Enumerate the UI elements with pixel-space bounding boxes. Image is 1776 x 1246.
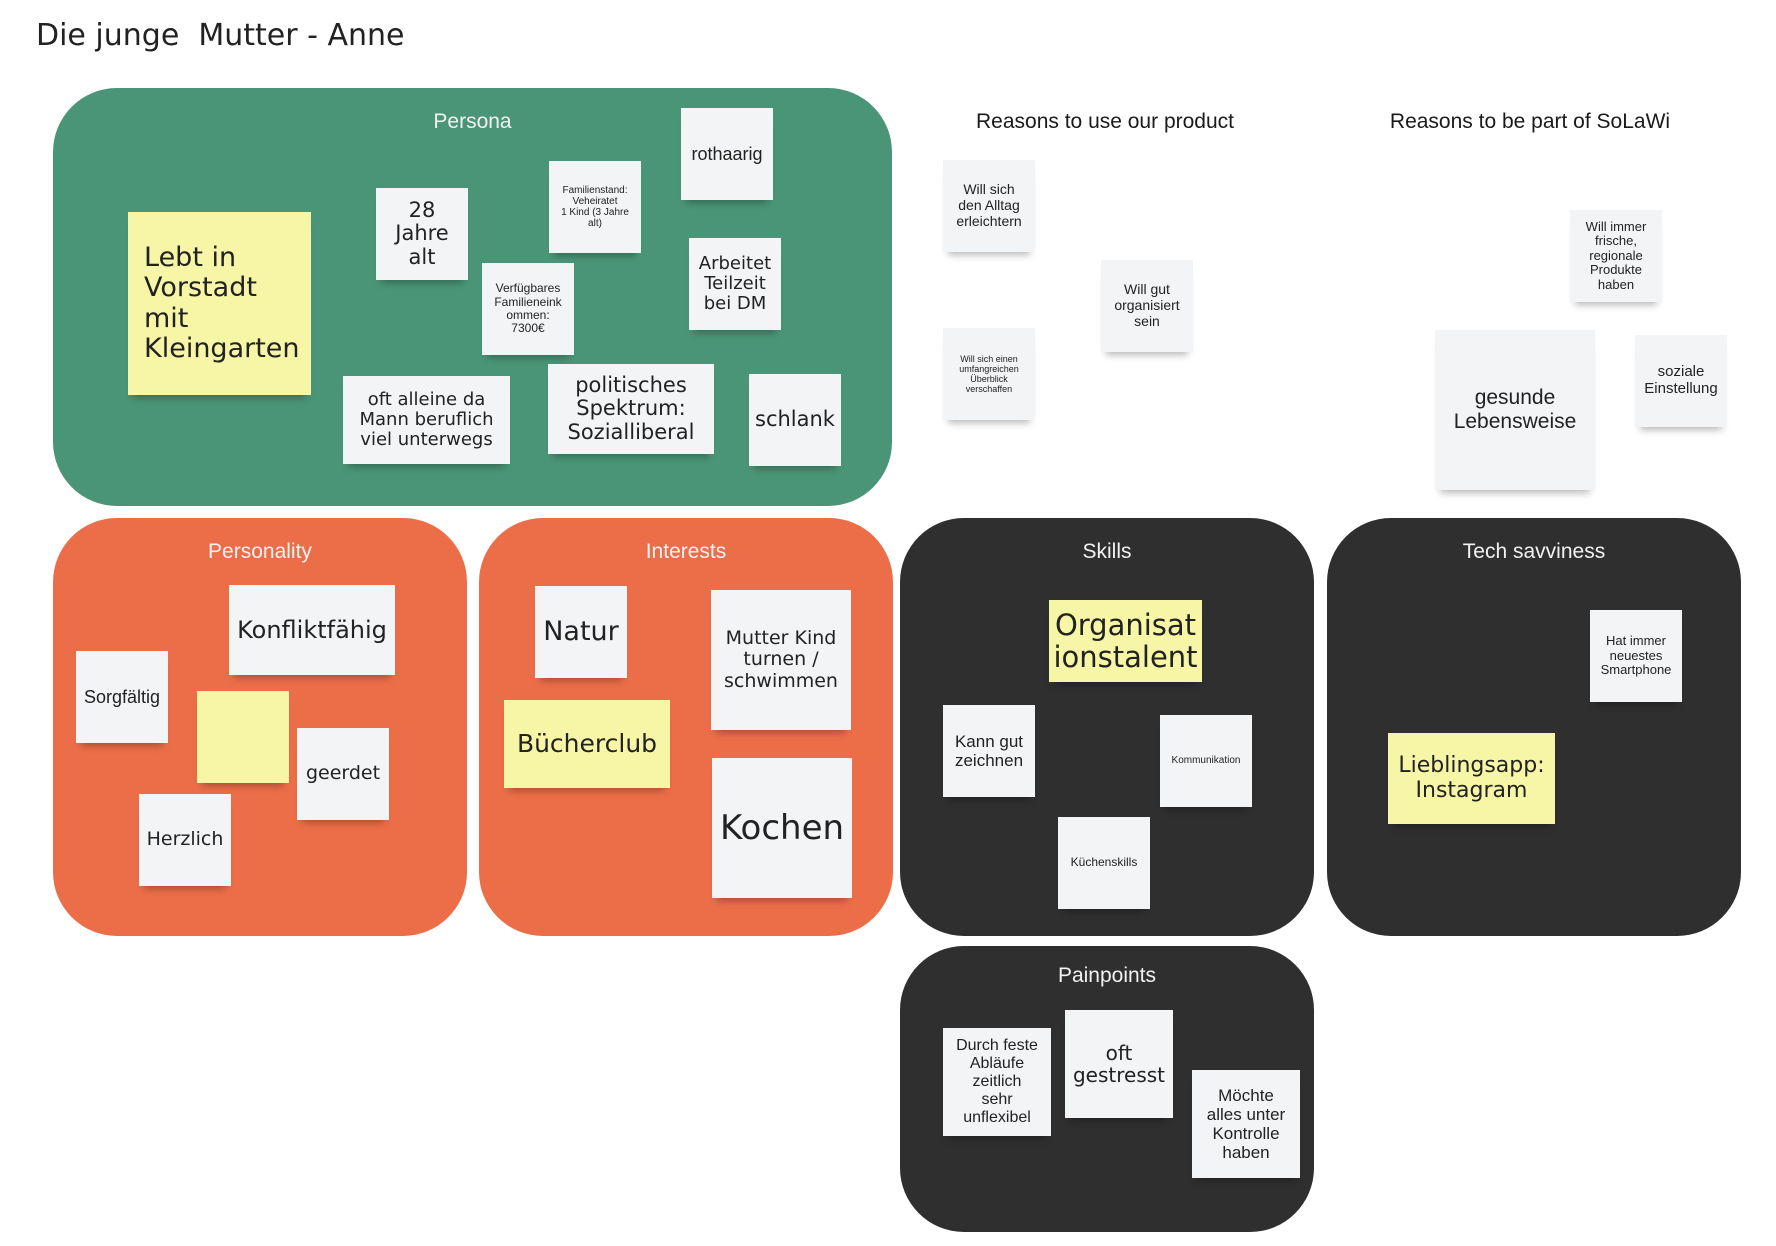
- note-kuechen[interactable]: Küchenskills: [1058, 817, 1150, 909]
- note-smartphone[interactable]: Hat immer neuestes Smartphone: [1590, 610, 1682, 702]
- note-ueberblick[interactable]: Will sich einen umfangreichen Überblick …: [943, 328, 1035, 420]
- persona-title: Persona: [433, 110, 512, 133]
- note-kochen[interactable]: Kochen: [712, 758, 852, 898]
- note-turnen[interactable]: Mutter Kind turnen / schwimmen: [711, 590, 851, 730]
- tech-frame[interactable]: Tech savviness: [1327, 518, 1741, 936]
- reasons-solawi-title: Reasons to be part of SoLaWi: [1389, 110, 1671, 133]
- personality-title: Personality: [208, 540, 312, 563]
- note-konflikt[interactable]: Konfliktfähig: [229, 585, 395, 675]
- note-kontrolle[interactable]: Möchte alles unter Kontrolle haben: [1192, 1070, 1300, 1178]
- reasons-product-title: Reasons to use our product: [976, 110, 1234, 133]
- note-organisiert[interactable]: Will gut organisiert sein: [1101, 260, 1193, 352]
- note-instagram[interactable]: Lieblingsapp: Instagram: [1388, 733, 1555, 824]
- note-vorstadt[interactable]: Lebt in Vorstadt mit Kleingarten: [128, 212, 311, 395]
- note-buecher[interactable]: Bücherclub: [504, 700, 670, 788]
- note-herzlich[interactable]: Herzlich: [139, 794, 231, 886]
- note-kommunikation[interactable]: Kommunikation: [1160, 715, 1252, 807]
- note-zeichnen[interactable]: Kann gut zeichnen: [943, 705, 1035, 797]
- note-einstellung[interactable]: soziale Einstellung: [1635, 335, 1727, 427]
- note-sorgfaeltig[interactable]: Sorgfältig: [76, 651, 168, 743]
- note-ablaeufe[interactable]: Durch feste Abläufe zeitlich sehr unflex…: [943, 1028, 1051, 1136]
- note-age[interactable]: 28 Jahre alt: [376, 188, 468, 280]
- note-schlank[interactable]: schlank: [749, 374, 841, 466]
- note-einkommen[interactable]: Verfügbares Familieneink ommen: 7300€: [482, 263, 574, 355]
- note-politik[interactable]: politisches Spektrum: Sozialliberal: [548, 364, 714, 454]
- skills-title: Skills: [1082, 540, 1132, 563]
- note-rothaarig[interactable]: rothaarig: [681, 108, 773, 200]
- note-alleine[interactable]: oft alleine da Mann beruflich viel unter…: [343, 376, 510, 464]
- note-geerdet[interactable]: geerdet: [297, 728, 389, 820]
- interests-title: Interests: [645, 540, 727, 563]
- note-blank[interactable]: [197, 691, 289, 783]
- note-familienstand[interactable]: Familienstand: Veheiratet 1 Kind (3 Jahr…: [549, 161, 641, 253]
- note-lebensweise[interactable]: gesunde Lebensweise: [1435, 330, 1595, 490]
- page-title: Die junge Mutter - Anne: [36, 18, 405, 53]
- note-gestresst[interactable]: oft gestresst: [1065, 1010, 1173, 1118]
- painpoints-title: Painpoints: [1057, 964, 1157, 987]
- note-alltag[interactable]: Will sich den Alltag erleichtern: [943, 160, 1035, 252]
- note-natur[interactable]: Natur: [535, 586, 627, 678]
- note-produkte[interactable]: Will immer frische, regionale Produkte h…: [1570, 210, 1662, 302]
- note-organisation[interactable]: Organisat ionstalent: [1049, 600, 1202, 682]
- tech-title: Tech savviness: [1462, 540, 1606, 563]
- note-arbeitet[interactable]: Arbeitet Teilzeit bei DM: [689, 238, 781, 330]
